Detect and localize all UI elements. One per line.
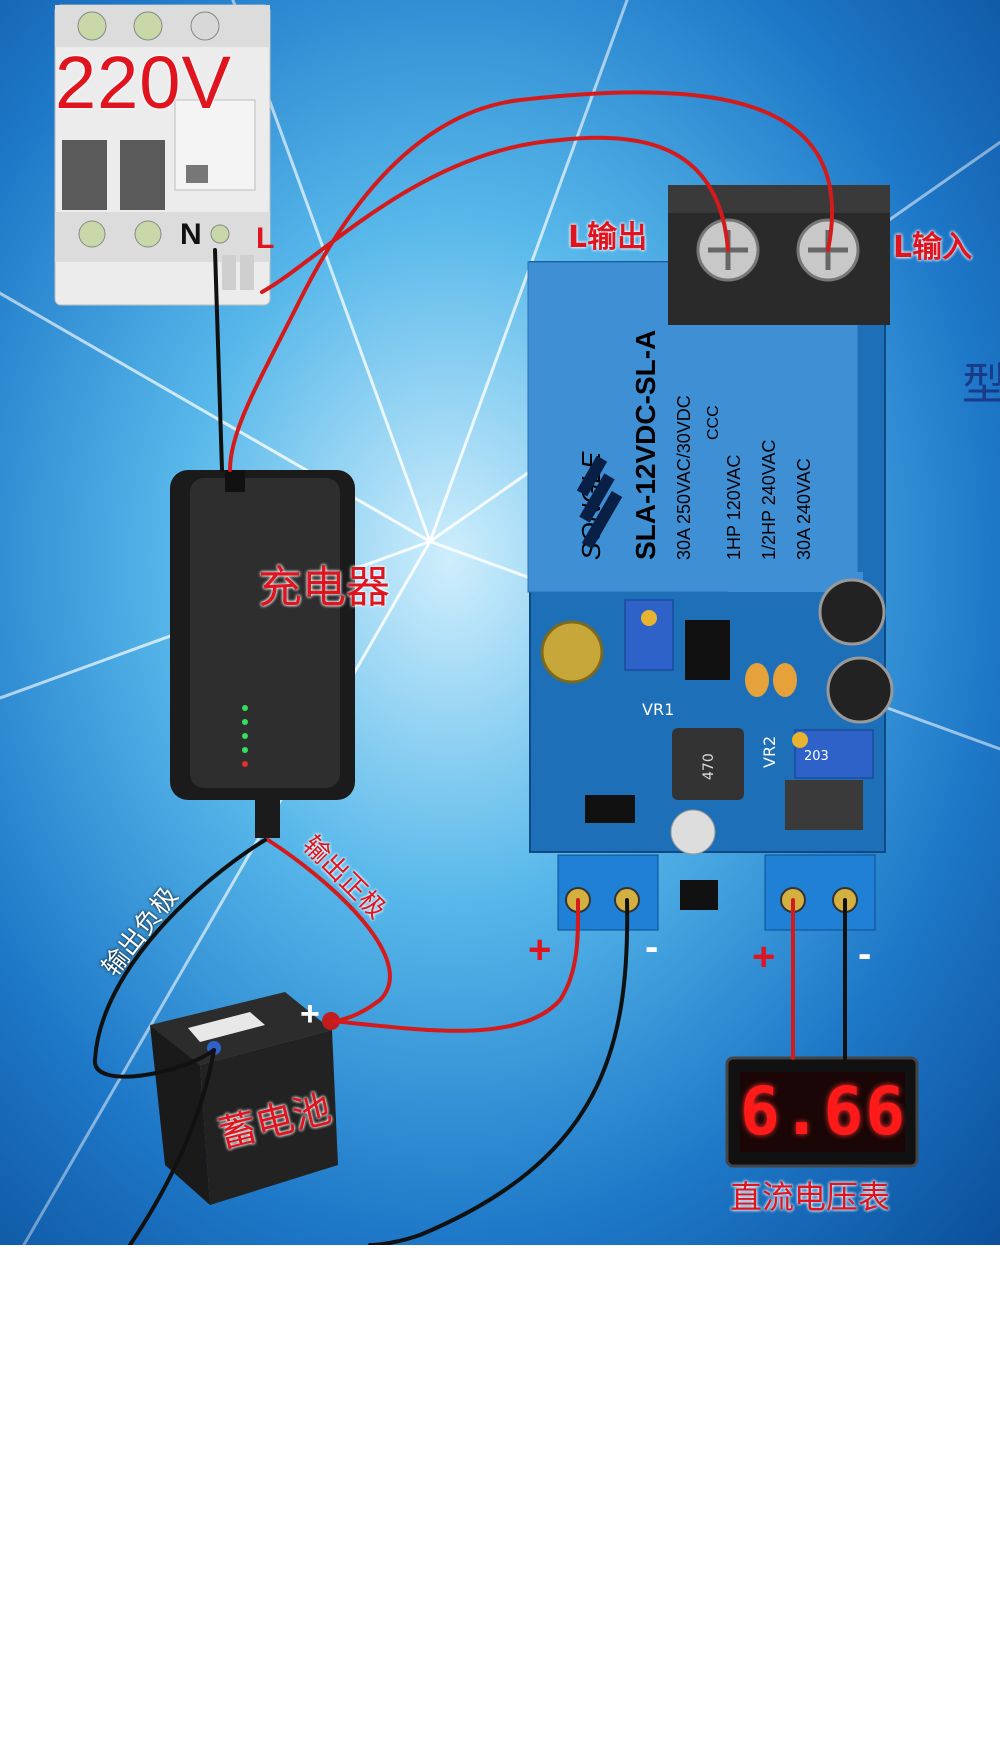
vr2-label: VR2 <box>760 736 779 768</box>
label-dc-voltmeter: 直流电压表 <box>730 1178 891 1216</box>
pot-code: 203 <box>804 749 829 764</box>
wire-battery-to-board-positive <box>331 898 581 1033</box>
label-charger: 充电器 <box>258 560 390 616</box>
label-minus-left: - <box>645 925 659 969</box>
inductor-value: 470 <box>701 753 717 780</box>
dc-voltmeter <box>725 1056 919 1168</box>
relay-ccc-mark: CCC <box>705 405 722 440</box>
label-minus-right: - <box>858 932 872 976</box>
label-l-output: L输出 <box>568 220 648 255</box>
label-battery-plus: + <box>300 995 320 1033</box>
wire-l-input-to-charger <box>228 90 835 472</box>
relay-rating-2: 1HP 120VAC <box>724 455 744 560</box>
label-side-char: 型 <box>962 359 1000 410</box>
wire-charger-positive <box>266 838 392 1023</box>
relay-board: SONGLE SLA-12VDC-SL-A 30A 250VAC/30VDC 1… <box>527 185 894 931</box>
label-plus-right: + <box>752 935 776 979</box>
wire-l-to-l-output <box>260 135 730 294</box>
relay-rating-3: 1/2HP 240VAC <box>759 440 779 560</box>
wire-n-to-charger <box>213 248 224 472</box>
wiring-diagram: SONGLE SLA-12VDC-SL-A 30A 250VAC/30VDC 1… <box>54 4 919 1245</box>
label-l-input: L输入 <box>893 230 973 265</box>
wire-battery-negative-down <box>128 1048 216 1245</box>
charger-body <box>170 470 355 838</box>
relay-rating-1: 30A 250VAC/30VDC <box>674 395 694 560</box>
label-breaker-n: N <box>180 218 202 251</box>
relay-model: SLA-12VDC-SL-A <box>630 330 661 560</box>
wire-charger-negative <box>93 838 267 1079</box>
circuit-breaker <box>54 4 271 306</box>
label-220v: 220V <box>55 41 232 124</box>
wire-board-negative <box>368 898 630 1245</box>
label-plus-left: + <box>528 928 552 972</box>
voltmeter-reading: 6.66 <box>740 1073 907 1150</box>
vr1-label: VR1 <box>642 700 674 719</box>
label-breaker-l: L <box>256 222 275 255</box>
relay-rating-4: 30A 240VAC <box>794 458 814 560</box>
